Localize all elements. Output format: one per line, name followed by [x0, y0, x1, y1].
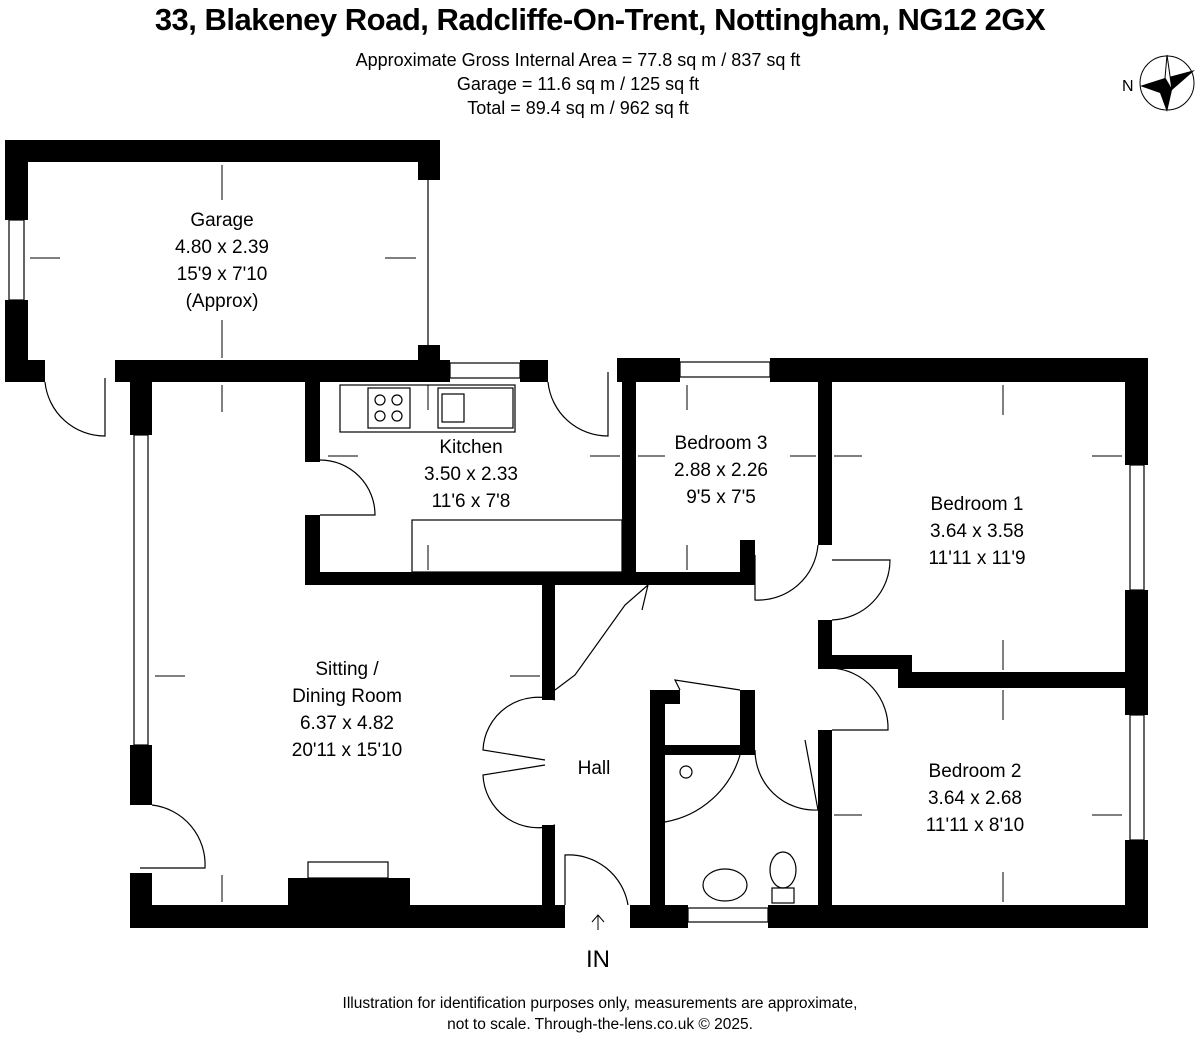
- svg-text:Bedroom 2: Bedroom 2: [929, 761, 1022, 782]
- svg-text:Garage: Garage: [190, 210, 253, 231]
- svg-text:Kitchen: Kitchen: [439, 437, 502, 458]
- room-garage: Garage 4.80 x 2.39 15'9 x 7'10 (Approx): [175, 210, 269, 312]
- area-summary: Approximate Gross Internal Area = 77.8 s…: [278, 48, 878, 120]
- svg-text:(Approx): (Approx): [186, 291, 259, 312]
- fireplace: [307, 861, 389, 879]
- kitchen-unit: [411, 519, 623, 573]
- svg-text:11'11 x 8'10: 11'11 x 8'10: [926, 815, 1024, 836]
- room-bedroom-1: Bedroom 1 3.64 x 3.58 11'11 x 11'9: [928, 494, 1025, 569]
- gross-internal-area: Approximate Gross Internal Area = 77.8 s…: [355, 50, 801, 70]
- doors: [44, 372, 891, 906]
- compass-north-label: N: [1122, 78, 1134, 95]
- room-bedroom-2: Bedroom 2 3.64 x 2.68 11'11 x 8'10: [926, 761, 1024, 836]
- sink-icon: [437, 387, 514, 429]
- svg-text:9'5 x 7'5: 9'5 x 7'5: [686, 487, 756, 508]
- svg-text:11'11 x 11'9: 11'11 x 11'9: [928, 548, 1025, 569]
- dimension-arrows: [30, 165, 1122, 930]
- page-title: 33, Blakeney Road, Radcliffe-On-Trent, N…: [154, 2, 1046, 37]
- basin-icon: [702, 868, 748, 902]
- svg-text:3.64 x 3.58: 3.64 x 3.58: [930, 521, 1024, 542]
- entrance-label: IN: [586, 946, 610, 973]
- svg-text:Bedroom 1: Bedroom 1: [931, 494, 1024, 515]
- svg-text:Bedroom 3: Bedroom 3: [675, 433, 768, 454]
- disclaimer-line-1: Illustration for identification purposes…: [342, 995, 858, 1012]
- svg-text:3.50 x 2.33: 3.50 x 2.33: [424, 464, 518, 485]
- svg-text:2.88 x 2.26: 2.88 x 2.26: [674, 460, 768, 481]
- svg-text:6.37 x 4.82: 6.37 x 4.82: [300, 713, 394, 734]
- svg-text:15'9 x 7'10: 15'9 x 7'10: [177, 264, 268, 285]
- disclaimer: Illustration for identification purposes…: [0, 993, 1200, 1035]
- svg-text:4.80 x 2.39: 4.80 x 2.39: [175, 237, 269, 258]
- room-sitting-dining: Sitting / Dining Room 6.37 x 4.82 20'11 …: [292, 659, 402, 761]
- svg-text:11'6 x 7'8: 11'6 x 7'8: [432, 491, 511, 512]
- fixtures: [288, 384, 797, 905]
- svg-text:Hall: Hall: [578, 758, 611, 779]
- total-area: Total = 89.4 sq m / 962 sq ft: [467, 98, 689, 118]
- hob-icon: [367, 387, 411, 429]
- svg-text:3.64 x 2.68: 3.64 x 2.68: [928, 788, 1022, 809]
- walls: [5, 140, 1148, 928]
- entrance-arrow-icon: [591, 914, 605, 930]
- room-bedroom-3: Bedroom 3 2.88 x 2.26 9'5 x 7'5: [674, 433, 768, 508]
- garage-area: Garage = 11.6 sq m / 125 sq ft: [456, 74, 700, 94]
- compass-icon: N: [1122, 54, 1195, 112]
- svg-text:Sitting /: Sitting /: [315, 659, 379, 680]
- toilet-icon: [769, 851, 797, 889]
- svg-text:20'11 x 15'10: 20'11 x 15'10: [292, 740, 402, 761]
- shower-icon: [664, 754, 741, 823]
- svg-text:Dining Room: Dining Room: [292, 686, 402, 707]
- windows: [8, 180, 1145, 923]
- room-hall: Hall: [578, 758, 611, 779]
- hearth: [288, 878, 410, 905]
- room-kitchen: Kitchen 3.50 x 2.33 11'6 x 7'8: [424, 437, 518, 512]
- disclaimer-line-2: not to scale. Through-the-lens.co.uk © 2…: [447, 1016, 753, 1033]
